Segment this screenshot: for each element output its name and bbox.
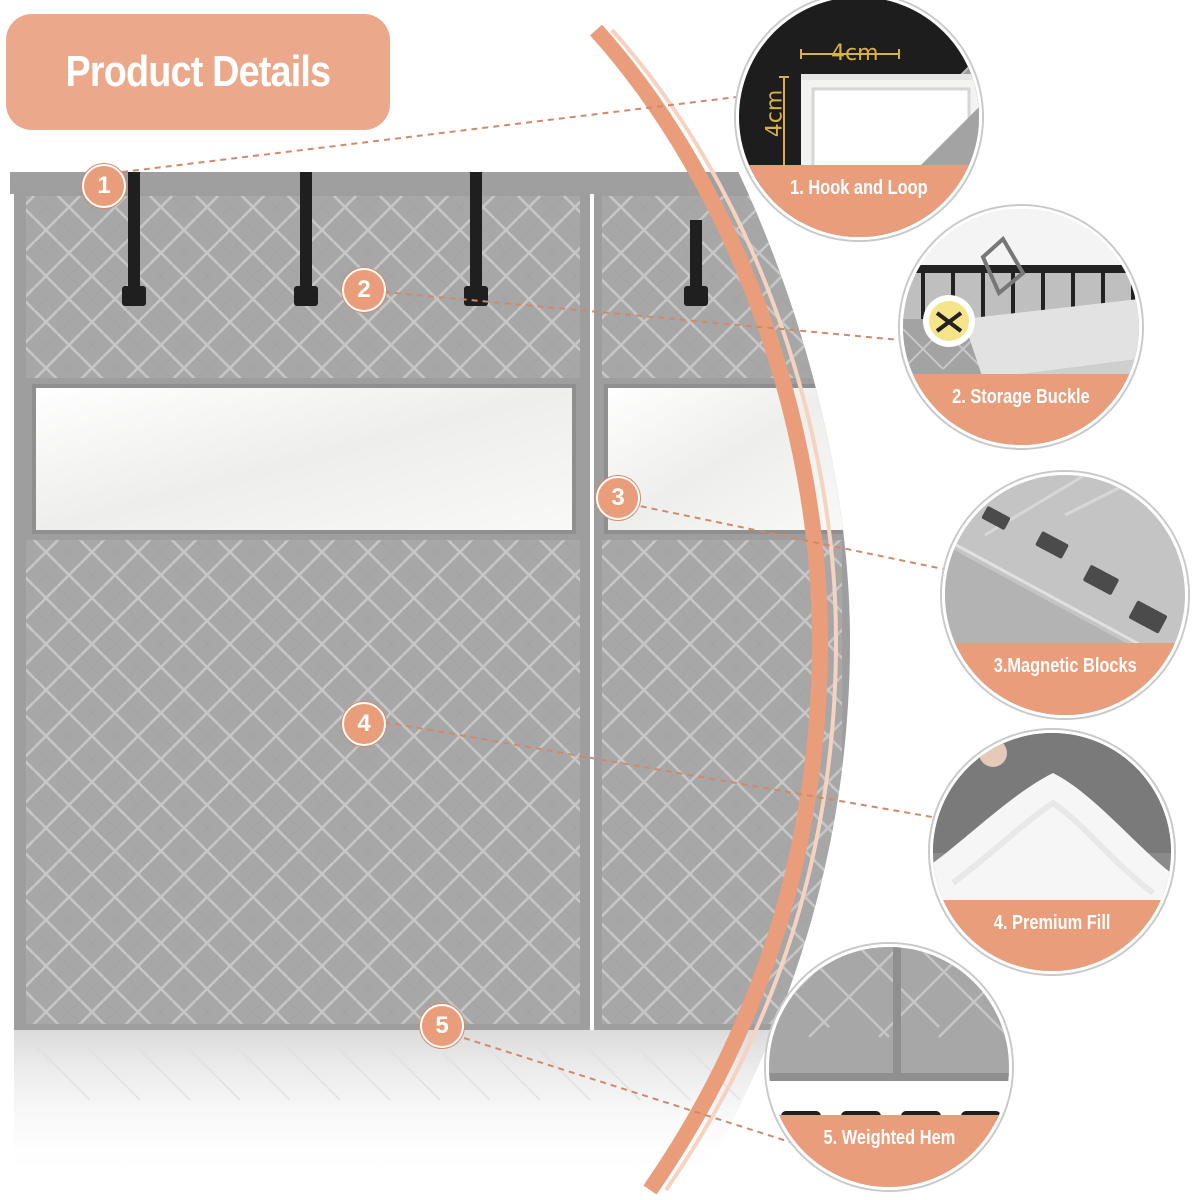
- callout-label-4: 4. Premium Fill: [993, 911, 1111, 934]
- callout-premium-fill: 4. Premium Fill: [930, 730, 1174, 974]
- callout-label-5: 5. Weighted Hem: [823, 1127, 955, 1149]
- callout-label-1: 1. Hook and Loop: [790, 177, 928, 199]
- callout-storage-buckle: 2. Storage Buckle: [900, 206, 1142, 448]
- marker-3: 3: [596, 476, 640, 520]
- measure-side-label: 4cm: [762, 89, 788, 138]
- page-title: Product Details: [65, 47, 332, 96]
- left-curtain-panel: [14, 190, 590, 1030]
- callout-weighted-hem: 5. Weighted Hem: [766, 944, 1012, 1190]
- accent-arc: [590, 24, 829, 1195]
- callout-label-2: 2. Storage Buckle: [952, 386, 1090, 409]
- marker-2: 2: [342, 268, 386, 312]
- callout-label-3: 3.Magnetic Blocks: [993, 655, 1137, 677]
- hanging-straps: [122, 172, 708, 306]
- marker-5: 5: [420, 1004, 464, 1048]
- leader-lines: [121, 95, 949, 1143]
- marker-4: 4: [342, 702, 386, 746]
- measure-top-label: 4cm: [831, 41, 879, 66]
- marker-1: 1: [82, 164, 126, 208]
- title-banner: Product Details: [6, 14, 390, 130]
- callout-magnetic-blocks: 3.Magnetic Blocks: [942, 472, 1188, 718]
- callout-hook-and-loop: 4cm 4cm 1. Hook and Loop: [736, 0, 982, 240]
